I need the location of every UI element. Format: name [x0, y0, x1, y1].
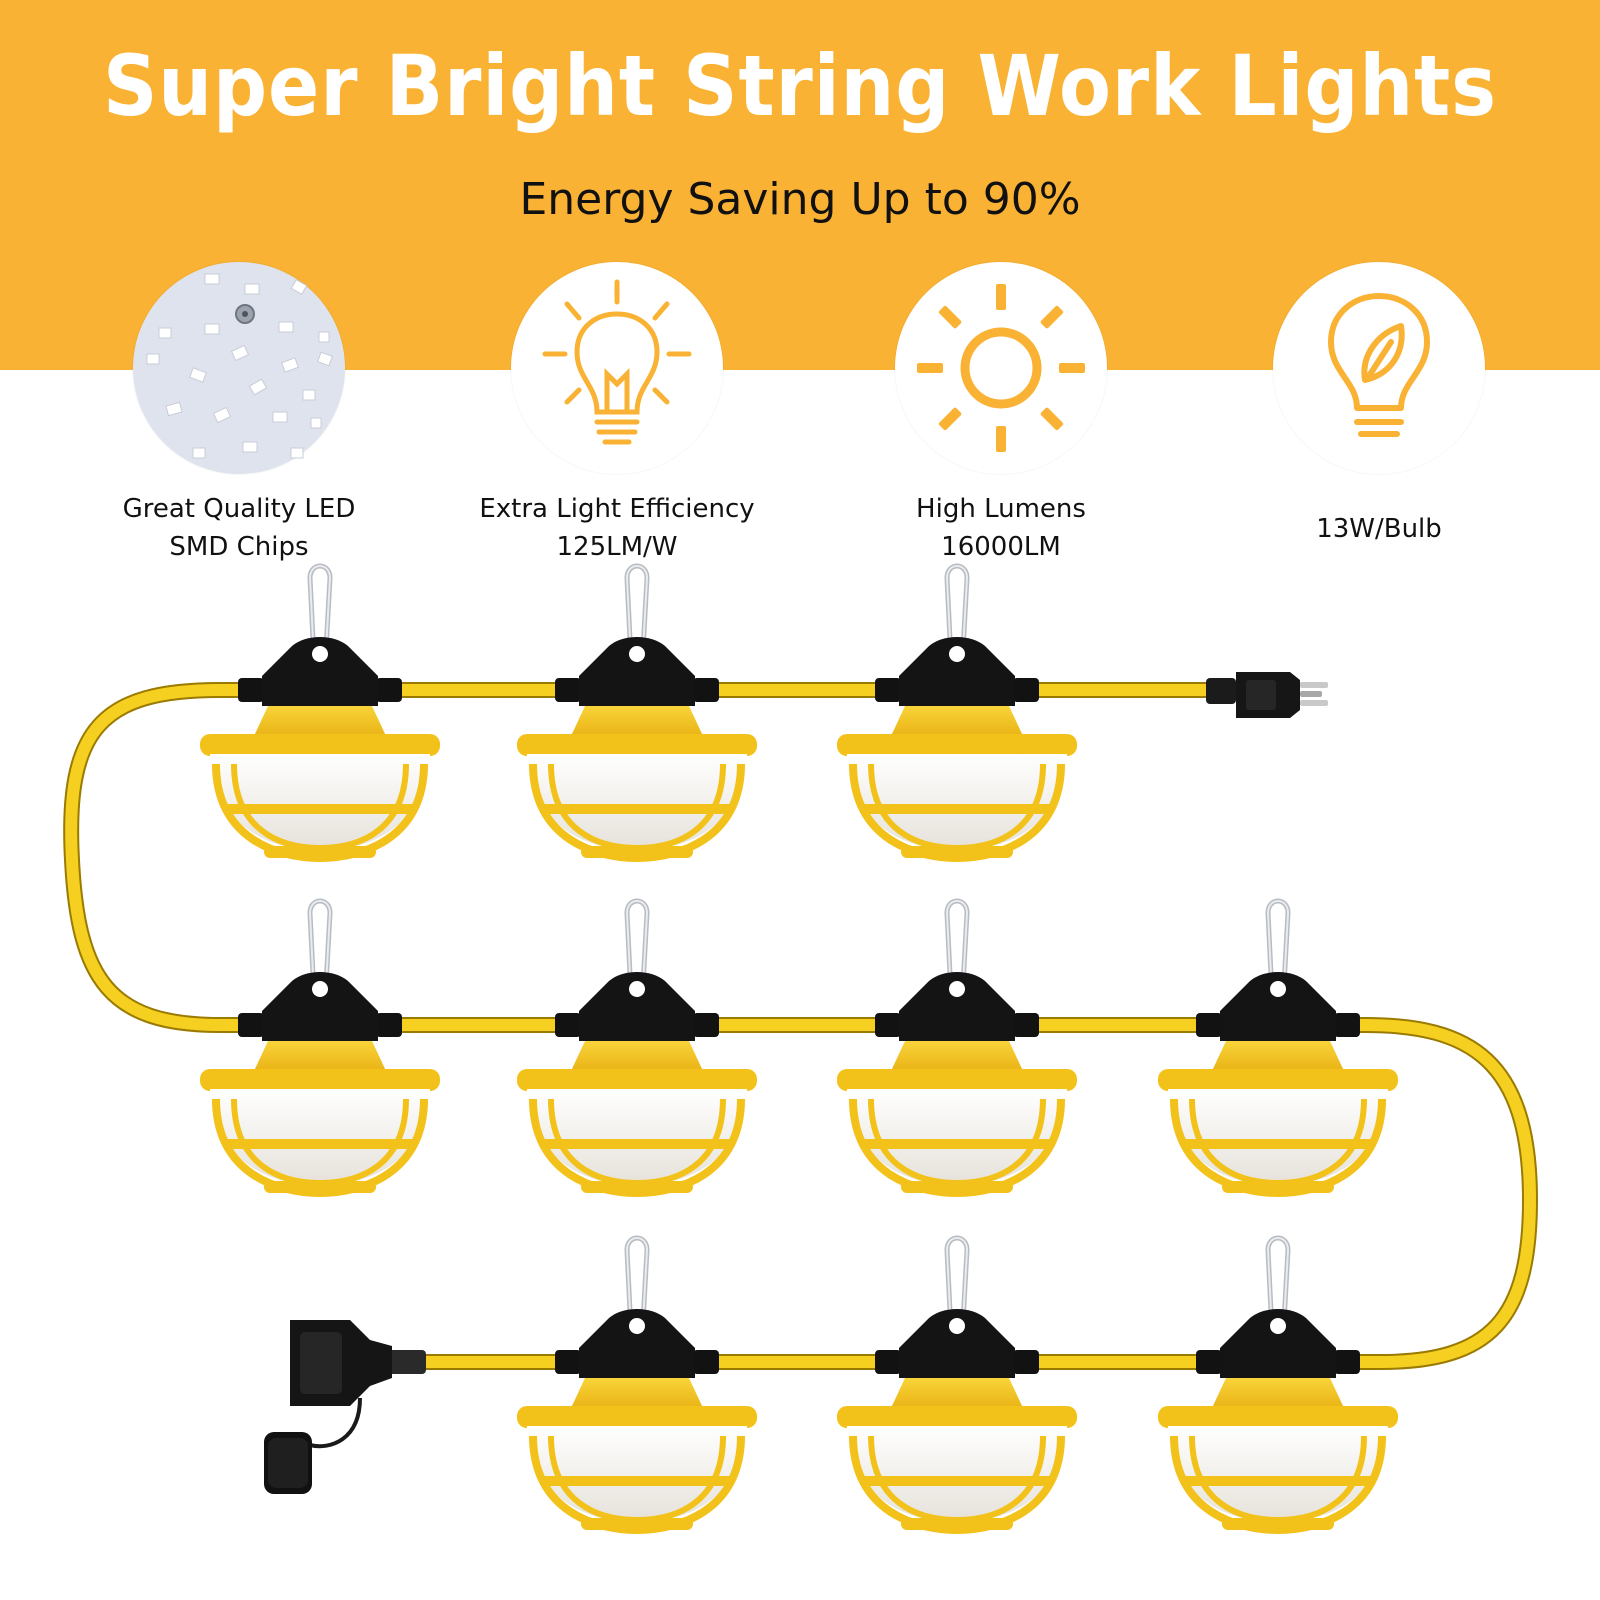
- feature-line: High Lumens: [916, 494, 1086, 524]
- feature-line: 16000LM: [941, 532, 1061, 562]
- lamp-group: [200, 563, 1398, 1535]
- work-light-bulb: [517, 563, 757, 863]
- feature-label: 13W/Bulb: [1229, 510, 1529, 548]
- work-light-bulb: [837, 563, 1077, 863]
- feature-light-efficiency: Extra Light Efficiency 125LM/W: [467, 262, 767, 566]
- work-light-bulb: [517, 1235, 757, 1535]
- feature-high-lumens: High Lumens 16000LM: [851, 262, 1151, 566]
- work-light-bulb: [1158, 1235, 1398, 1535]
- feature-label: High Lumens 16000LM: [851, 490, 1151, 566]
- feature-watt-per-bulb: 13W/Bulb: [1229, 262, 1529, 548]
- product-string-lights: [63, 563, 1539, 1535]
- female-receptacle: [264, 1320, 426, 1494]
- work-light-bulb: [1158, 898, 1398, 1198]
- feature-line: 125LM/W: [556, 532, 678, 562]
- feature-line: Extra Light Efficiency: [479, 494, 755, 524]
- feature-led-chips: Great Quality LED SMD Chips: [89, 262, 389, 566]
- page-title: Super Bright String Work Lights: [102, 37, 1498, 135]
- page-subtitle: Energy Saving Up to 90%: [519, 174, 1081, 225]
- light-bulb-icon: [511, 262, 723, 474]
- work-light-bulb: [837, 898, 1077, 1198]
- feature-label: Great Quality LED SMD Chips: [89, 490, 389, 566]
- work-light-bulb: [517, 898, 757, 1198]
- male-plug: [1206, 672, 1328, 718]
- feature-line: Great Quality LED: [122, 494, 356, 524]
- work-light-bulb: [837, 1235, 1077, 1535]
- work-light-bulb: [200, 563, 440, 863]
- eco-bulb-icon: [1273, 262, 1485, 474]
- sun-icon: [895, 262, 1107, 474]
- feature-label: Extra Light Efficiency 125LM/W: [467, 490, 767, 566]
- feature-line: SMD Chips: [169, 532, 309, 562]
- led-chip-icon: [133, 262, 345, 474]
- feature-line: 13W/Bulb: [1316, 514, 1442, 544]
- work-light-bulb: [200, 898, 440, 1198]
